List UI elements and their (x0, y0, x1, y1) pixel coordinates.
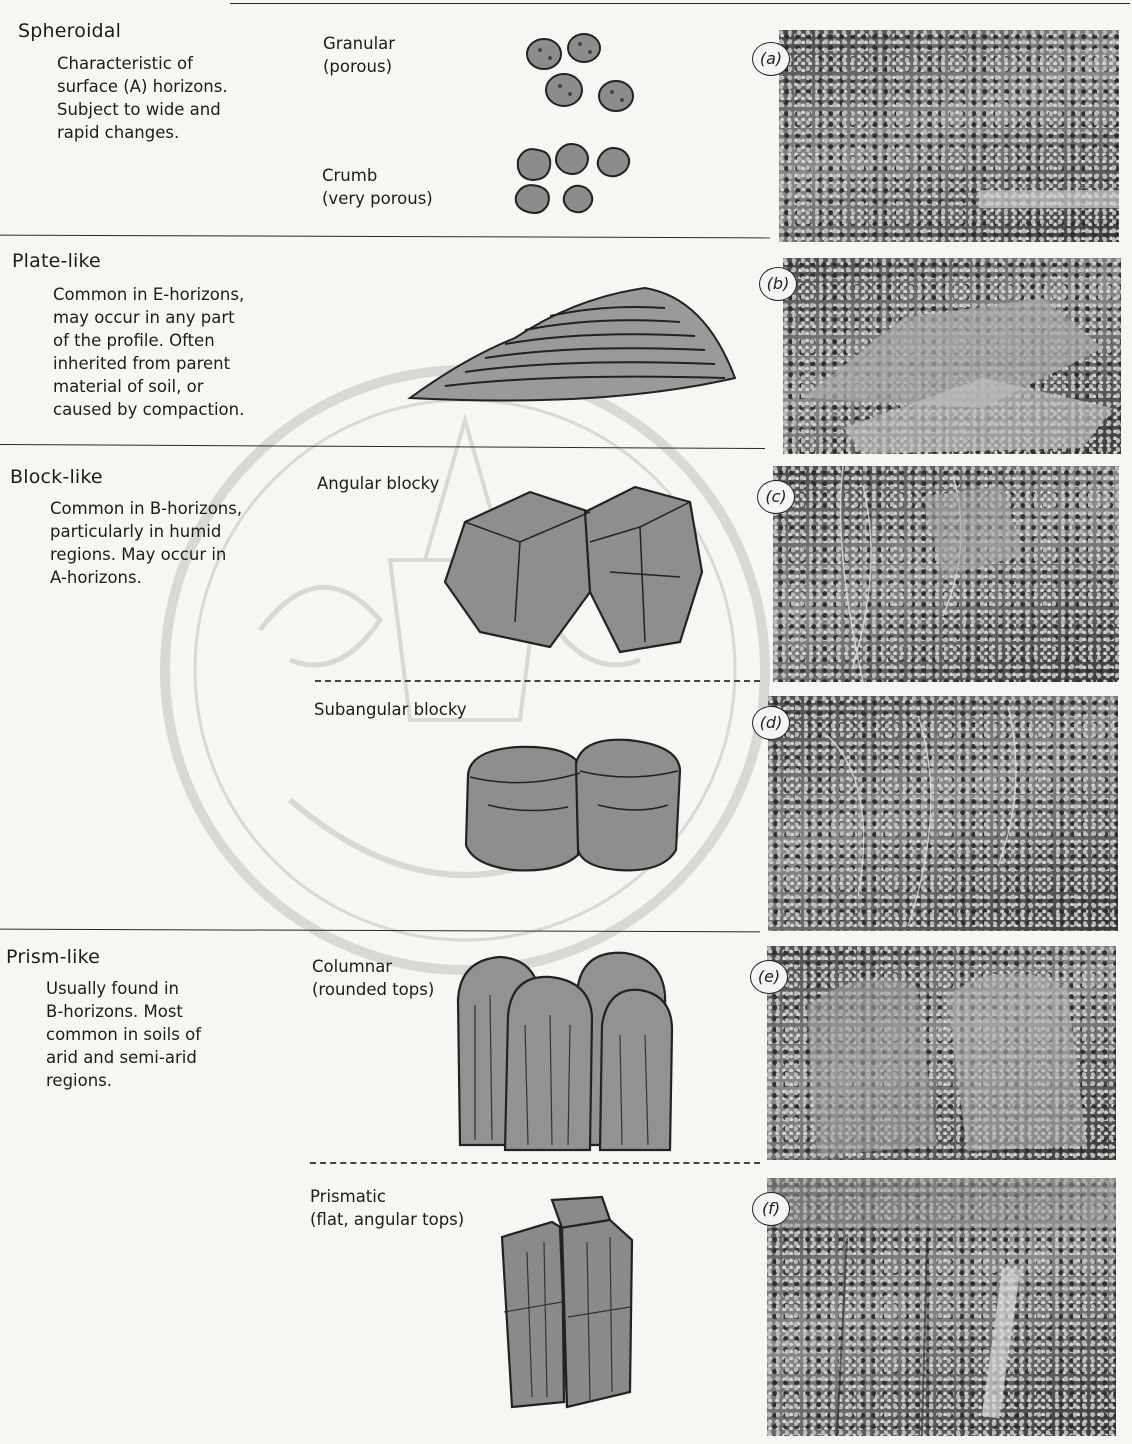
photo-label-a: (a) (752, 42, 790, 76)
platy-structure-illustration (405, 268, 745, 408)
photo-label-c: (c) (757, 480, 795, 514)
section-description-plate-like: Common in E-horizons, may occur in any p… (53, 283, 244, 421)
dashed-divider-prism (310, 1162, 760, 1164)
section-description-prism-like: Usually found in B-horizons. Most common… (46, 977, 201, 1092)
type-label-angular-blocky: Angular blocky (317, 472, 439, 495)
subangular-blocky-illustration (458, 735, 688, 875)
photo-label-e: (e) (750, 960, 788, 994)
photo-label-f: (f) (752, 1192, 790, 1226)
photo-granular-soil (779, 30, 1119, 242)
type-label-granular: Granular (porous) (323, 32, 395, 78)
section-title-plate-like: Plate-like (12, 250, 101, 272)
photo-prismatic-soil (767, 1178, 1116, 1436)
prismatic-structure-illustration (492, 1192, 642, 1422)
photo-label-d: (d) (752, 706, 790, 740)
angular-blocky-illustration (440, 482, 710, 657)
photo-platy-soil (783, 258, 1121, 454)
type-label-crumb: Crumb (very porous) (322, 164, 433, 210)
dashed-divider-blocky (315, 680, 760, 682)
granular-structure-illustration (520, 30, 650, 120)
section-description-spheroidal: Characteristic of surface (A) horizons. … (57, 52, 228, 144)
type-label-columnar: Columnar (rounded tops) (312, 955, 434, 1001)
section-divider-2 (0, 444, 765, 449)
photo-subangular-blocky-soil (768, 696, 1118, 931)
top-rule (230, 3, 1130, 4)
section-title-spheroidal: Spheroidal (18, 20, 121, 42)
section-divider-3 (0, 929, 760, 933)
section-title-prism-like: Prism-like (6, 946, 100, 968)
photo-columnar-soil (767, 946, 1116, 1160)
columnar-structure-illustration (450, 945, 680, 1155)
crumb-structure-illustration (508, 138, 648, 218)
section-title-block-like: Block-like (10, 466, 103, 488)
section-divider-1 (0, 235, 770, 239)
type-label-subangular-blocky: Subangular blocky (314, 698, 467, 721)
photo-angular-blocky-soil (773, 466, 1119, 682)
type-label-prismatic: Prismatic (flat, angular tops) (310, 1185, 464, 1231)
photo-label-b: (b) (759, 267, 797, 301)
section-description-block-like: Common in B-horizons, particularly in hu… (50, 497, 242, 589)
